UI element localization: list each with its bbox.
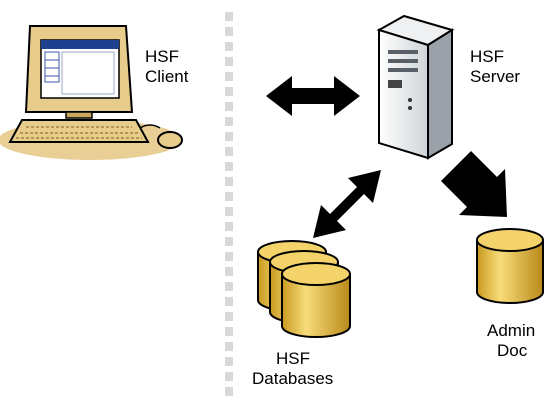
databases-label-line2: Databases bbox=[252, 369, 333, 388]
database-icon bbox=[257, 240, 351, 338]
computer-icon bbox=[0, 25, 183, 160]
server-admin-arrow bbox=[441, 151, 507, 217]
databases-label-line1: HSF bbox=[276, 349, 310, 368]
admin-label-line1: Admin bbox=[487, 321, 535, 340]
client-server-arrow bbox=[266, 76, 360, 116]
server-label-line1: HSF bbox=[470, 47, 504, 66]
admin-label-line2: Doc bbox=[497, 341, 528, 360]
server-label-line2: Server bbox=[470, 67, 520, 86]
server-icon bbox=[376, 14, 455, 160]
server-databases-arrow bbox=[313, 170, 381, 238]
admin-doc-database-icon bbox=[476, 228, 544, 304]
client-label-line2: Client bbox=[145, 67, 189, 86]
client-label-line1: HSF bbox=[145, 47, 179, 66]
